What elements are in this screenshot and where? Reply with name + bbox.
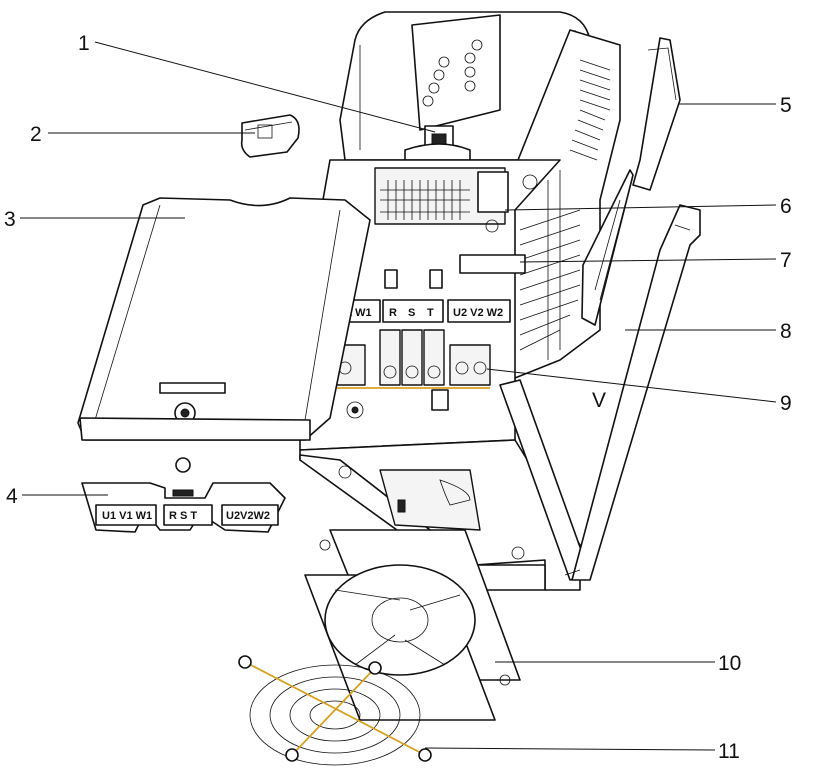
rj45-socket — [431, 133, 447, 145]
callout-8: 8 — [780, 320, 792, 343]
shield-label-middle: R S T — [169, 510, 197, 522]
input-terminal-s: S — [408, 307, 415, 319]
shield-label-box-right — [221, 504, 279, 526]
callout-11: 11 — [718, 740, 740, 763]
top-cover-plate — [632, 37, 681, 191]
front-cover — [77, 197, 371, 441]
fan-guard — [238, 655, 432, 766]
shield-plate-screw — [175, 457, 191, 473]
keypad-blank-cap — [240, 114, 300, 158]
vent-slots — [519, 59, 611, 360]
callout-7: 7 — [780, 249, 792, 272]
nameplate-slot — [459, 254, 526, 274]
shield-label-box-left — [95, 504, 157, 526]
body-mark: V — [592, 389, 606, 412]
input-terminal-label-box — [382, 299, 444, 323]
cable-shield-plate: U1 V1 W1 R S T U2V2W2 — [81, 457, 286, 533]
shield-label-right: U2V2W2 — [226, 510, 270, 522]
fan-cavity — [379, 469, 481, 531]
callout-2: 2 — [30, 123, 42, 146]
callout-9: 9 — [780, 392, 792, 415]
cover-label-slot — [159, 382, 226, 394]
callout-1: 1 — [78, 32, 90, 55]
shield-label-left: U1 V1 W1 — [102, 510, 152, 522]
callout-numbers: 1 2 3 4 5 6 7 8 9 10 11 — [4, 32, 792, 763]
input-terminal-r: R — [389, 307, 397, 319]
display-panel — [411, 14, 501, 131]
terminal-screws — [380, 180, 470, 220]
cooling-fan — [304, 529, 521, 721]
side-vent-plate — [581, 169, 634, 326]
callout-4: 4 — [6, 485, 18, 508]
side-cover-panel — [564, 169, 701, 581]
shield-label-box-middle — [163, 504, 213, 526]
callout-10: 10 — [718, 652, 741, 675]
callout-6: 6 — [780, 195, 792, 218]
ground-screw — [346, 401, 364, 419]
callout-3: 3 — [4, 208, 16, 231]
input-terminal-t: T — [427, 307, 434, 319]
output-terminal-label-right: U2 V2 W2 — [453, 307, 503, 319]
led-indicators — [422, 39, 483, 107]
leader-lines — [20, 41, 777, 751]
lower-body-base — [299, 454, 546, 591]
power-terminals — [329, 329, 491, 386]
ground-bracket — [431, 389, 449, 411]
relay-block — [477, 171, 509, 213]
terminal-clip-right — [429, 269, 443, 289]
callout-5: 5 — [780, 94, 792, 117]
output-terminal-label-box-right — [447, 299, 511, 323]
terminal-clip-left — [384, 269, 398, 289]
